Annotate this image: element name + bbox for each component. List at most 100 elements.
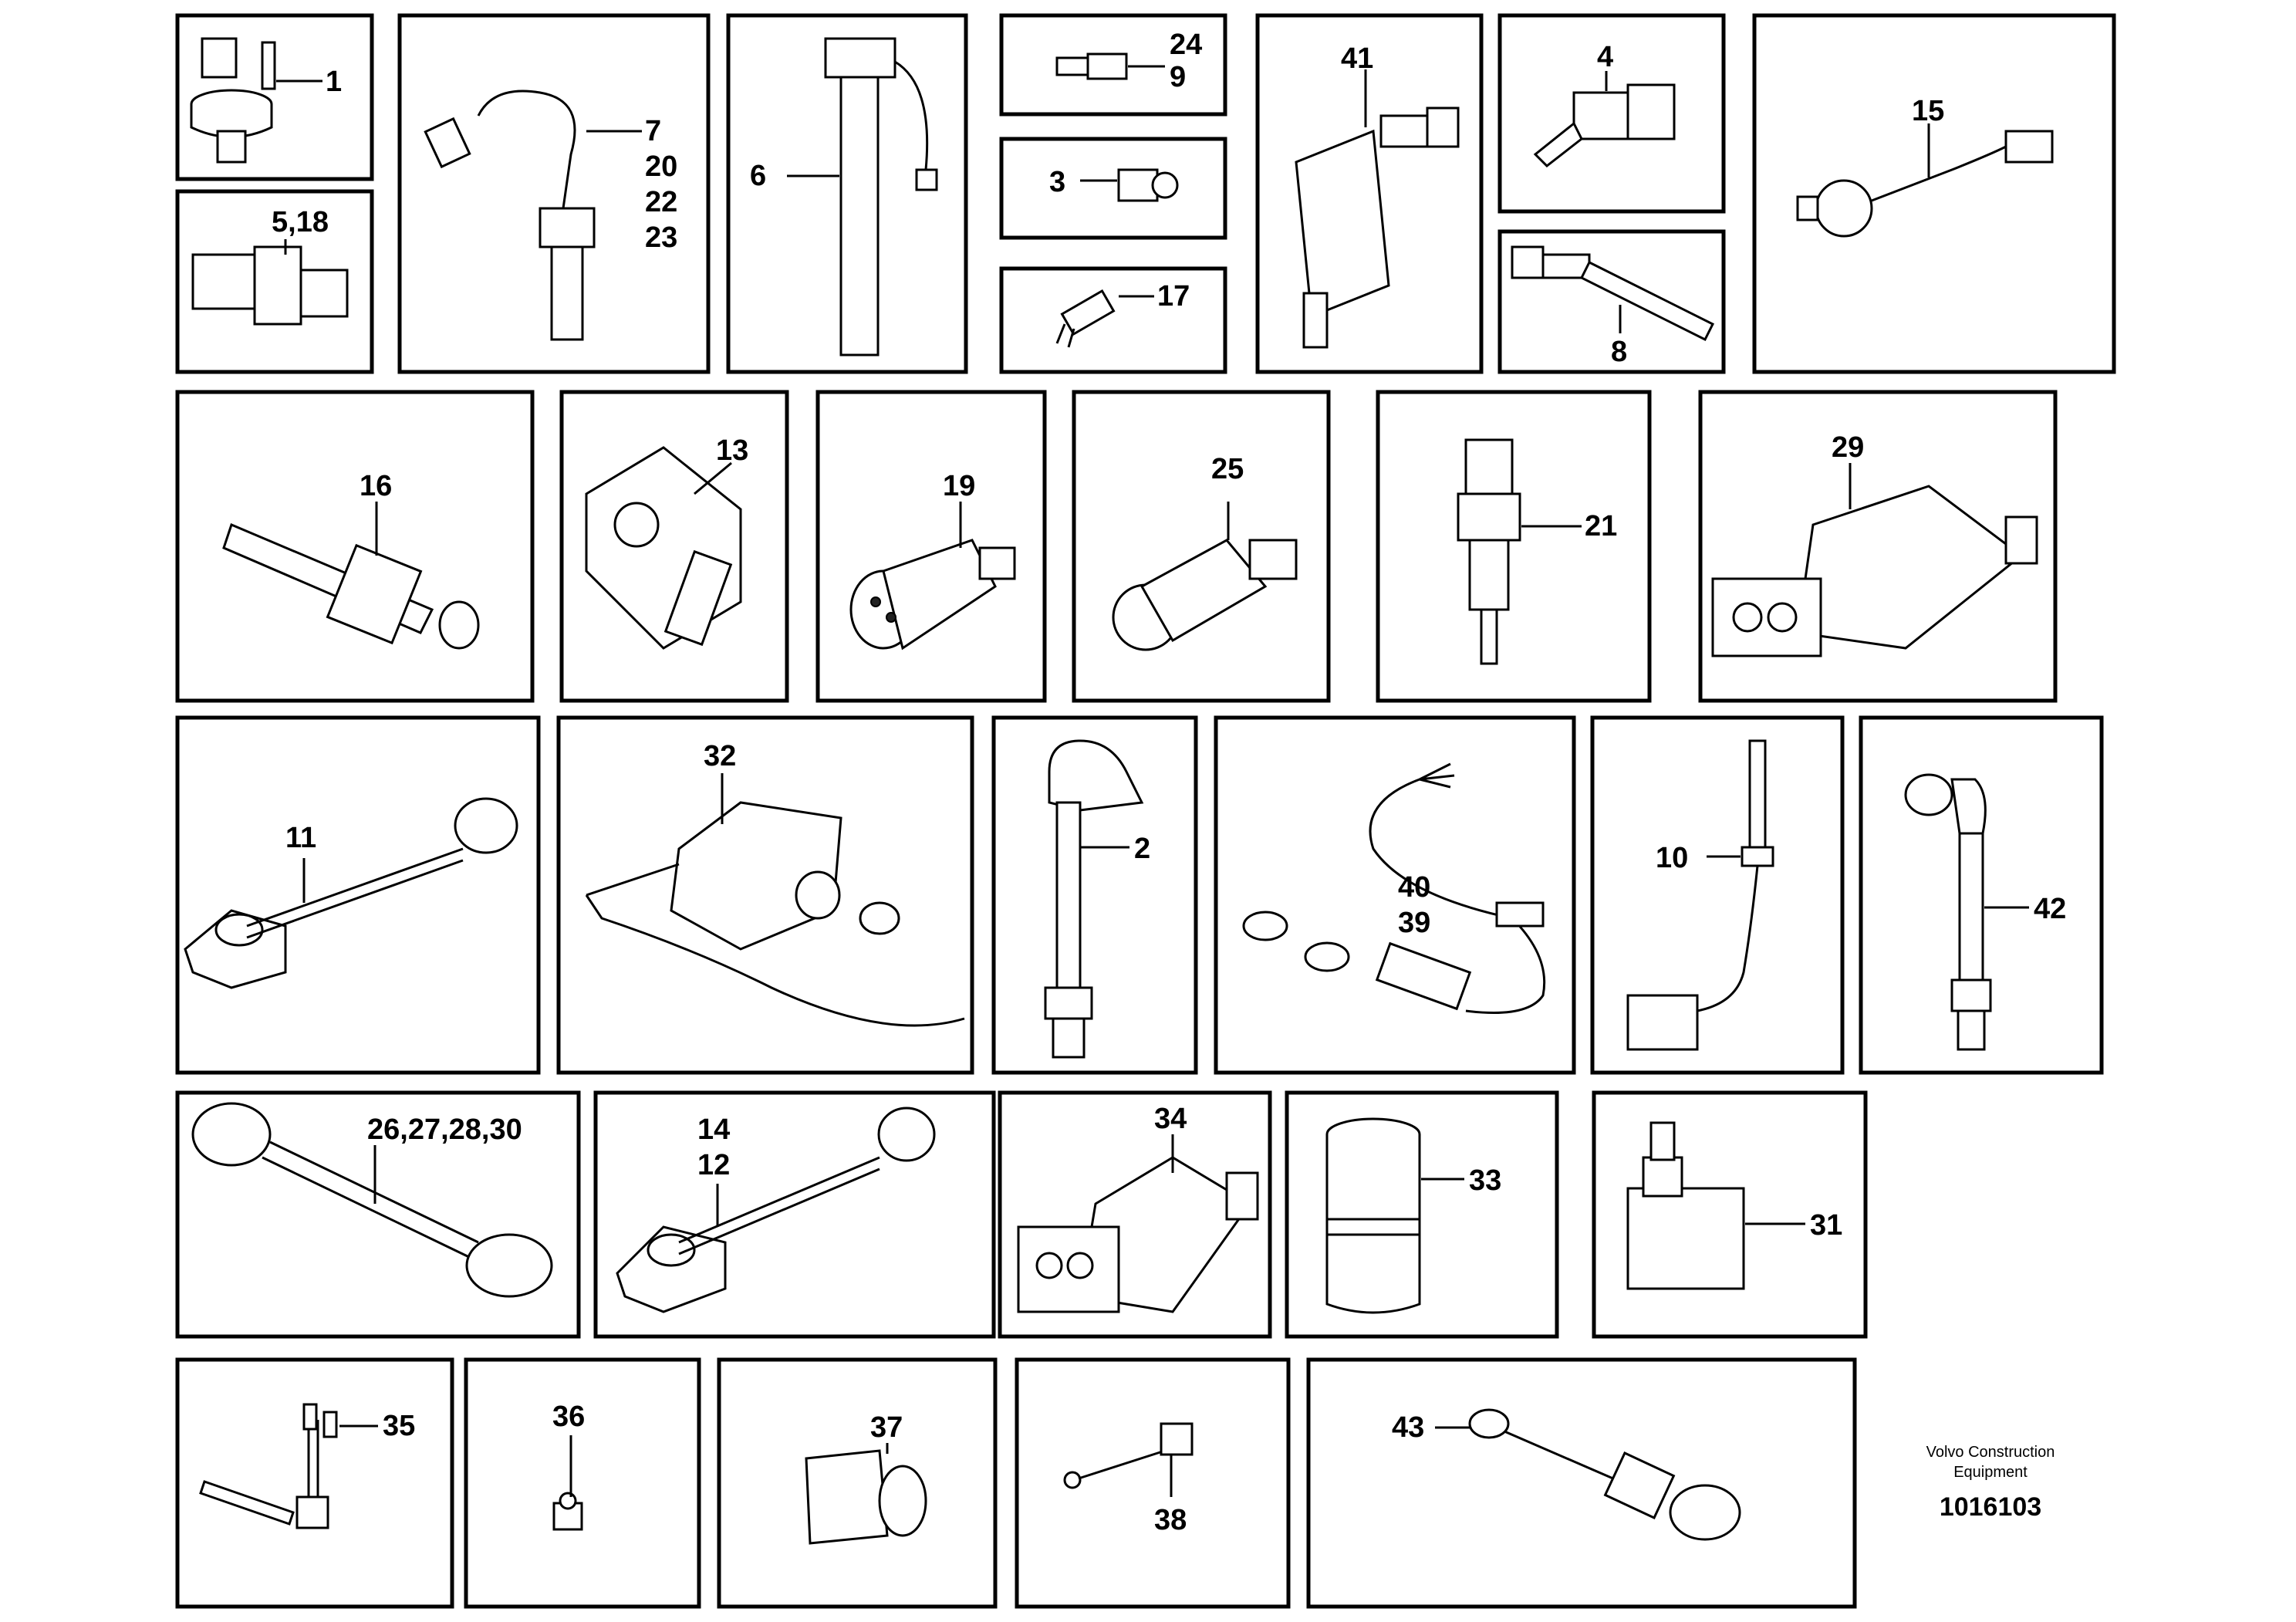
callout-7: 7: [645, 115, 661, 147]
callout-40: 40: [1398, 871, 1430, 904]
callout-41: 41: [1341, 42, 1373, 75]
callout-8: 8: [1611, 336, 1627, 368]
sensor-42-drawing: [1904, 773, 1992, 1051]
callout-29: 29: [1832, 431, 1864, 464]
panel-part-29: 29: [1698, 390, 2058, 703]
thermostat-switch-drawing: [585, 801, 965, 1027]
bulb-37-drawing: [805, 1449, 927, 1545]
sensor-19-drawing: [849, 539, 1016, 650]
callout-38: 38: [1154, 1504, 1187, 1536]
sensor-4-drawing: [1533, 83, 1676, 167]
callout-10: 10: [1656, 842, 1688, 874]
sensor-43-drawing: [1468, 1408, 1741, 1541]
callout-22: 22: [645, 186, 677, 218]
callout-1: 1: [326, 66, 342, 98]
callout-34: 34: [1154, 1103, 1187, 1135]
callout-35: 35: [383, 1410, 415, 1442]
publisher-credit: Volvo Construction Equipment 1016103: [1926, 1444, 2055, 1522]
sensor-3-drawing: [1117, 168, 1179, 202]
panel-part-16: 16: [175, 390, 535, 703]
sensor-36-drawing: [552, 1492, 583, 1531]
sensor-26-drawing: [191, 1102, 553, 1298]
callout-31: 31: [1810, 1209, 1842, 1242]
panel-part-15: 15: [1752, 13, 2116, 374]
callout-2: 2: [1134, 833, 1150, 865]
panel-part-35: 35: [175, 1357, 454, 1609]
sensor-25-drawing: [1112, 539, 1298, 651]
panel-part-33: 33: [1285, 1090, 1559, 1339]
panel-part-34: 34: [998, 1090, 1272, 1339]
panel-part-32: 32: [556, 715, 974, 1075]
panel-part-40: 40 39: [1214, 715, 1576, 1075]
pressure-switch-drawing: [190, 37, 276, 164]
sensor-29-drawing: [1711, 485, 2038, 657]
callout-26-27-28-30: 26,27,28,30: [367, 1113, 522, 1146]
credit-line-1: Volvo Construction: [1926, 1444, 2055, 1461]
sensor-38-drawing: [1063, 1422, 1194, 1489]
panel-part-11: 11: [175, 715, 541, 1075]
temperature-sensor-cable-drawing: [424, 90, 596, 341]
callout-6: 6: [750, 160, 766, 192]
callout-12: 12: [697, 1149, 730, 1181]
panel-part-36: 36: [464, 1357, 701, 1609]
callout-19: 19: [943, 470, 975, 502]
speed-sensor-drawing: [1044, 739, 1144, 1059]
sensor-8-drawing: [1511, 245, 1715, 342]
limit-switch-drawing: [1295, 106, 1460, 349]
panel-part-31: 31: [1592, 1090, 1868, 1339]
panel-part-8: 8: [1497, 229, 1726, 374]
callout-17: 17: [1157, 280, 1190, 313]
document-number: 1016103: [1940, 1492, 2041, 1522]
callout-21: 21: [1585, 510, 1617, 542]
callout-16: 16: [360, 470, 392, 502]
panel-part-7: 7 20 22 23: [397, 13, 711, 374]
sensor-24-drawing: [1055, 52, 1128, 80]
panel-part-42: 42: [1859, 715, 2104, 1075]
panel-part-1: 1: [175, 13, 374, 181]
panel-part-24: 24 9: [999, 13, 1227, 117]
level-sensor-drawing: [824, 37, 938, 357]
panel-part-2: 2: [991, 715, 1198, 1075]
sensor-14-drawing: [616, 1107, 936, 1313]
callout-13: 13: [716, 434, 748, 467]
panel-part-17: 17: [999, 266, 1227, 374]
sensor-15-cable-drawing: [1796, 130, 2054, 238]
switch-31-drawing: [1626, 1121, 1745, 1290]
panel-part-13: 13: [559, 390, 789, 703]
callout-15: 15: [1912, 95, 1944, 127]
panel-part-26: 26,27,28,30: [175, 1090, 581, 1339]
sleeve-33-drawing: [1325, 1117, 1421, 1314]
sensor-16-drawing: [222, 522, 480, 650]
callout-20: 20: [645, 150, 677, 183]
sensor-40-drawing: [1242, 762, 1546, 1014]
panel-part-21: 21: [1376, 390, 1652, 703]
panel-part-38: 38: [1015, 1357, 1291, 1609]
callout-11: 11: [285, 822, 316, 854]
callout-42: 42: [2034, 893, 2066, 925]
panel-part-19: 19: [815, 390, 1047, 703]
sensor-35-drawing: [199, 1403, 338, 1529]
throttle-sensor-drawing: [585, 446, 742, 650]
panel-part-10: 10: [1590, 715, 1845, 1075]
callout-5-18: 5,18: [272, 206, 329, 238]
panel-part-4: 4: [1497, 13, 1726, 214]
panel-part-6: 6: [726, 13, 968, 374]
panel-part-14: 14 12: [593, 1090, 996, 1339]
credit-line-2: Equipment: [1953, 1464, 2028, 1481]
callout-33: 33: [1469, 1164, 1501, 1197]
sensor-34-drawing: [1017, 1156, 1259, 1313]
callout-14: 14: [697, 1113, 730, 1146]
callout-39: 39: [1398, 907, 1430, 939]
callout-24: 24: [1170, 29, 1202, 61]
panel-part-25: 25: [1072, 390, 1331, 703]
panel-part-41: 41: [1255, 13, 1484, 374]
callout-37: 37: [870, 1411, 903, 1444]
callout-9: 9: [1170, 61, 1186, 93]
sensor-11-drawing: [184, 797, 518, 989]
sensor-10-drawing: [1626, 739, 1774, 1051]
sensor-17-drawing: [1055, 289, 1116, 348]
sensor-21-drawing: [1457, 438, 1521, 665]
callout-23: 23: [645, 221, 677, 254]
panel-part-37: 37: [717, 1357, 998, 1609]
